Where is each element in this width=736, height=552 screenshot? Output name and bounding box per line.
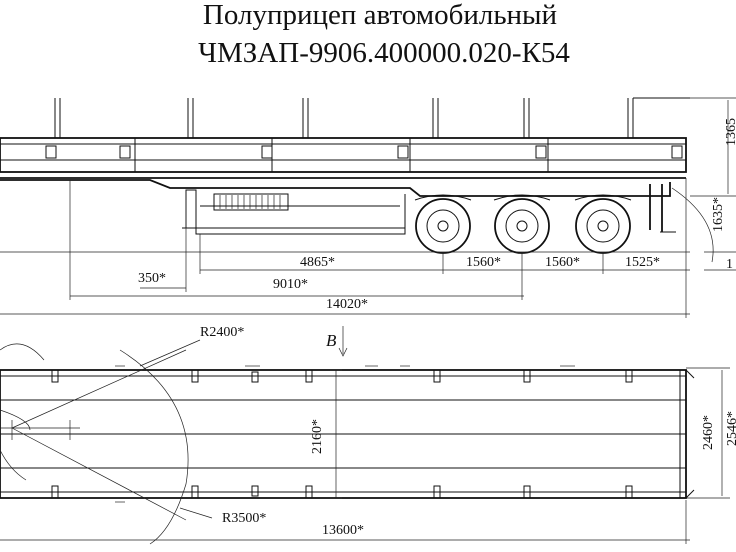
title-line-1: Полуприцеп автомобильный — [203, 0, 557, 31]
side-chassis — [0, 179, 676, 235]
side-boards — [0, 137, 687, 179]
top-dimension-lines — [0, 326, 730, 544]
side-dimension-lines — [0, 97, 736, 318]
wheel-1 — [415, 198, 471, 254]
dim-1635: 1635* — [711, 197, 726, 232]
title-line-2: ЧМЗАП-9906.400000.020-К54 — [198, 37, 570, 69]
dim-2160: 2160* — [310, 419, 325, 454]
turning-radius-geometry — [0, 339, 213, 545]
dim-1-cut: 1 — [726, 257, 733, 272]
top-stake-pockets — [51, 369, 633, 499]
view-label-b: B — [326, 331, 337, 350]
dim-4865: 4865* — [300, 255, 335, 270]
dim-13600: 13600* — [322, 523, 364, 538]
dim-1525: 1525* — [625, 255, 660, 270]
side-view: 350* 4865* 1560* 1560* 1525* 9010* 14020… — [0, 97, 736, 318]
dim-9010: 9010* — [273, 277, 308, 292]
wheel-3 — [575, 198, 631, 254]
dim-1560-first: 1560* — [466, 255, 501, 270]
wheel-2 — [494, 198, 550, 254]
dim-14020: 14020* — [326, 297, 368, 312]
top-view: R2400* R3500* 13600* 2160* 2460* 2546* B — [0, 325, 736, 545]
dim-r2400: R2400* — [200, 325, 244, 340]
dim-1560-second: 1560* — [545, 255, 580, 270]
dim-1365: 1365 — [724, 118, 736, 146]
dim-2546-cut: 2546* — [725, 411, 736, 446]
side-stakes — [54, 97, 690, 138]
dim-r3500: R3500* — [222, 511, 266, 526]
dim-2460: 2460* — [701, 415, 716, 450]
dim-350: 350* — [138, 271, 166, 286]
